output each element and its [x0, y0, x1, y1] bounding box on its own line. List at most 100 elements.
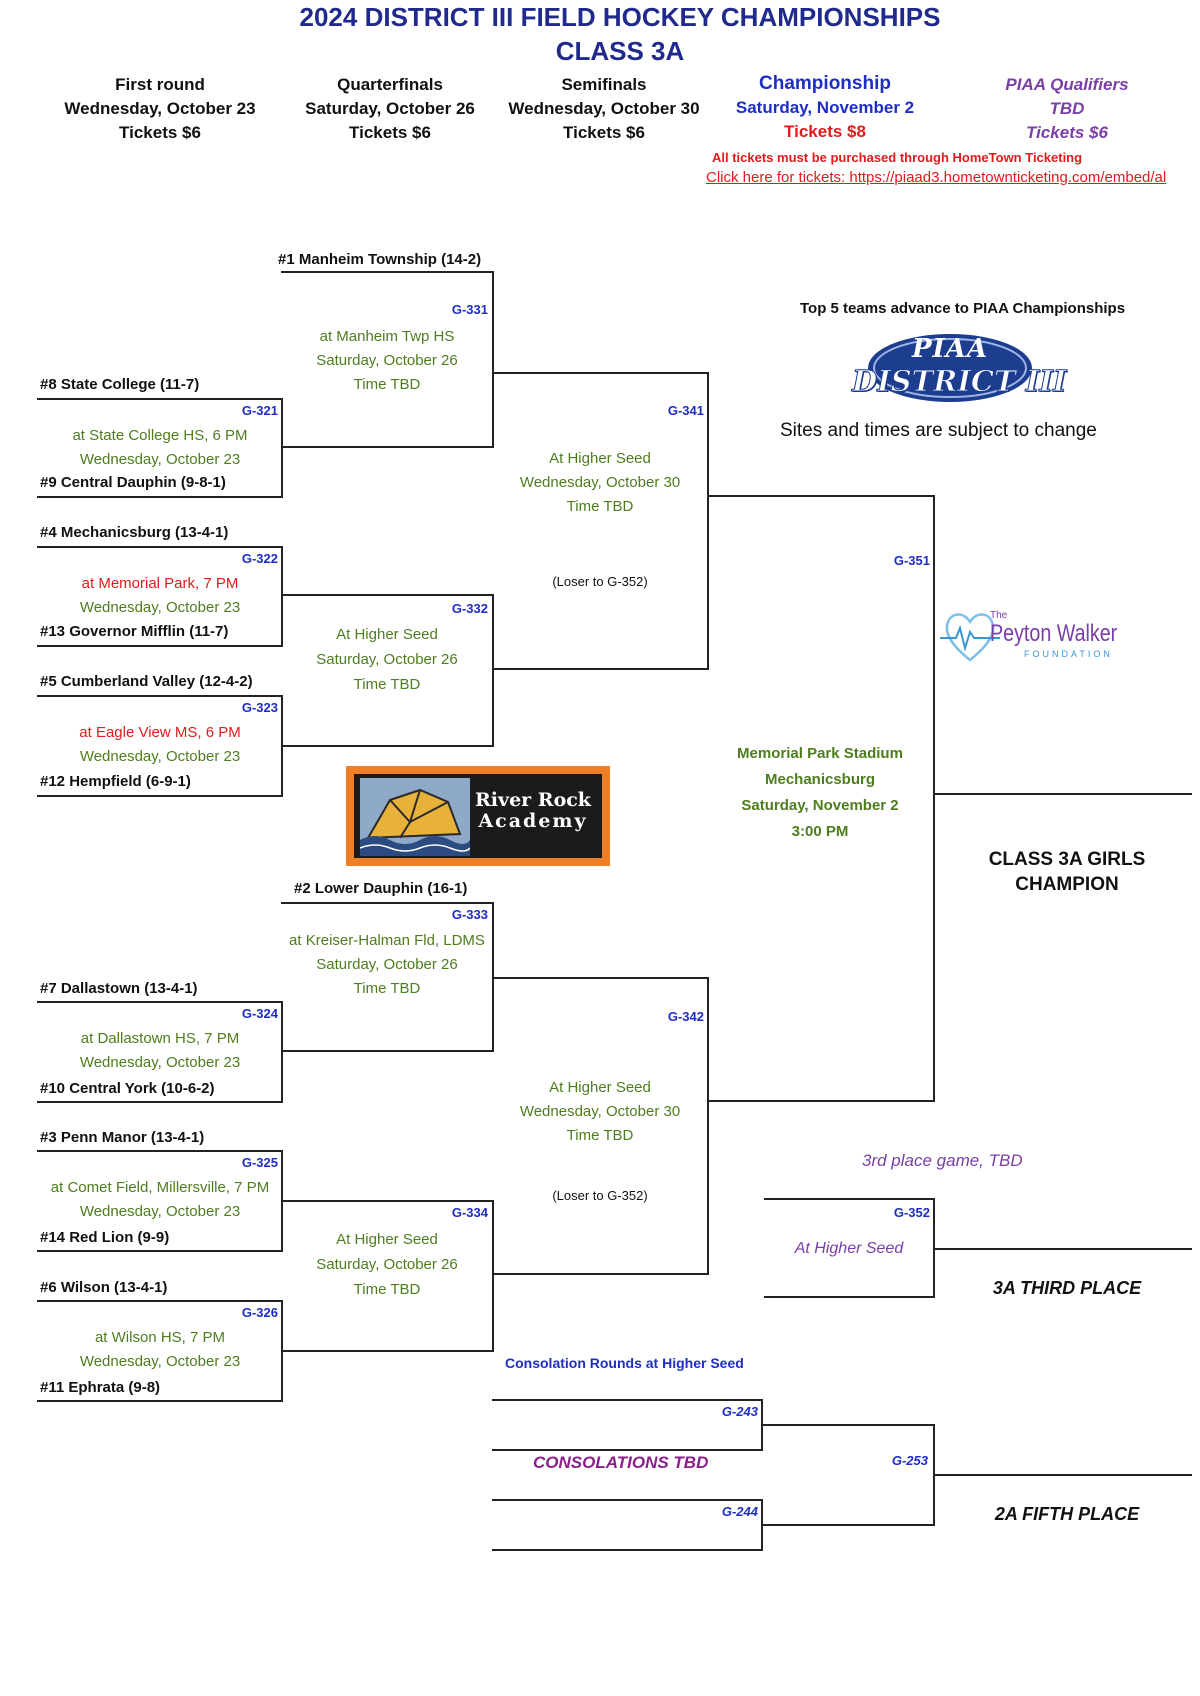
- game-id-352: G-352: [893, 1205, 930, 1220]
- game-site: at Dallastown HS, 7 PM: [80, 1030, 240, 1047]
- game-id-334: G-334: [451, 1205, 488, 1220]
- slot-line: [281, 1200, 494, 1202]
- round-date: Saturday, November 2: [735, 98, 915, 117]
- peyton-walker-logo: The Peyton Walker FOUNDATION: [940, 602, 1120, 666]
- game-city: Mechanicsburg: [764, 771, 876, 788]
- team-seed-3: #3 Penn Manor (13-4-1): [40, 1129, 205, 1146]
- game-id-321: G-321: [241, 403, 278, 418]
- slot-line: [37, 1250, 283, 1252]
- peyton-name: Peyton Walker: [990, 620, 1118, 647]
- bracket-connector: [707, 372, 709, 670]
- game-site: at Eagle View MS, 6 PM: [79, 724, 241, 741]
- game-id-333: G-333: [451, 907, 488, 922]
- fifth-place-label: 2A FIFTH PLACE: [994, 1504, 1140, 1524]
- slot-line: [37, 695, 283, 697]
- bracket-connector: [281, 1001, 283, 1103]
- round-tickets: Tickets $6: [1026, 123, 1108, 142]
- championship-info: Memorial Park Stadium Mechanicsburg Satu…: [710, 741, 930, 845]
- slot-line: [707, 1100, 935, 1102]
- game-time: Time TBD: [566, 498, 634, 515]
- game-date: Saturday, October 26: [316, 651, 458, 668]
- game-id-324: G-324: [241, 1006, 278, 1021]
- slot-line: [281, 1050, 494, 1052]
- slot-line: [764, 1296, 935, 1298]
- slot-line: [37, 496, 283, 498]
- round-tickets: Tickets $8: [784, 122, 866, 141]
- bracket-connector: [492, 271, 494, 448]
- game-id-244: G-244: [721, 1504, 758, 1519]
- team-seed-2: #2 Lower Dauphin (16-1): [294, 880, 468, 897]
- game-info-332: At Higher Seed Saturday, October 26 Time…: [283, 622, 491, 697]
- game-id-322: G-322: [241, 551, 278, 566]
- game-date: Wednesday, October 23: [79, 748, 241, 765]
- slot-line: [281, 902, 494, 904]
- game-info-334: At Higher Seed Saturday, October 26 Time…: [283, 1227, 491, 1302]
- slot-line: [37, 1101, 283, 1103]
- game-id-341: G-341: [667, 403, 704, 418]
- round-name: Semifinals: [561, 75, 647, 94]
- team-seed-6: #6 Wilson (13-4-1): [40, 1279, 168, 1296]
- slot-line: [37, 1300, 283, 1302]
- river-rock-line1: River Rock: [475, 789, 591, 811]
- round-name: First round: [115, 75, 205, 94]
- round-header-quarterfinals: Quarterfinals Saturday, October 26 Ticke…: [280, 73, 500, 145]
- game-site: At Higher Seed: [336, 626, 438, 643]
- top5-note: Top 5 teams advance to PIAA Championship…: [800, 300, 1126, 317]
- champion-line1: CLASS 3A GIRLS: [988, 849, 1146, 870]
- bracket-connector: [492, 594, 494, 747]
- game-date: Wednesday, October 23: [79, 1353, 241, 1370]
- game-time: Time TBD: [353, 980, 421, 997]
- slot-line: [492, 372, 709, 374]
- team-seed-7: #7 Dallastown (13-4-1): [40, 980, 198, 997]
- district-logo-text: DISTRICT III: [852, 364, 1067, 399]
- game-time: Time TBD: [353, 376, 421, 393]
- champion-line: [933, 793, 1192, 795]
- game-id-325: G-325: [241, 1155, 278, 1170]
- game-info-331: at Manheim Twp HS Saturday, October 26 T…: [283, 325, 491, 397]
- game-id-243: G-243: [721, 1404, 758, 1419]
- slot-line: [492, 1499, 763, 1501]
- loser-note-342: (Loser to G-352): [552, 1188, 648, 1203]
- champion-line2: CHAMPION: [1015, 874, 1119, 895]
- game-date: Wednesday, October 23: [79, 1203, 241, 1220]
- slot-line: [492, 1273, 709, 1275]
- slot-line: [37, 1400, 283, 1402]
- game-date: Saturday, October 26: [316, 1256, 458, 1273]
- game-site: at State College HS, 6 PM: [72, 427, 248, 444]
- round-tickets: Tickets $6: [119, 123, 201, 142]
- game-time: Time TBD: [353, 1281, 421, 1298]
- champion-label: CLASS 3A GIRLS CHAMPION: [957, 847, 1177, 897]
- game-id-331: G-331: [451, 302, 488, 317]
- slot-line: [281, 271, 494, 273]
- game-date: Wednesday, October 23: [79, 599, 241, 616]
- game-site: at Wilson HS, 7 PM: [94, 1329, 226, 1346]
- game-info-341: At Higher Seed Wednesday, October 30 Tim…: [494, 447, 706, 519]
- game-date: Wednesday, October 30: [519, 1103, 681, 1120]
- round-header-first: First round Wednesday, October 23 Ticket…: [50, 73, 270, 145]
- team-seed-11: #11 Ephrata (9-8): [40, 1379, 161, 1396]
- round-tickets: Tickets $6: [349, 123, 431, 142]
- game-date: Wednesday, October 30: [519, 474, 681, 491]
- piaa-logo-graphic: [868, 334, 1032, 402]
- game-id-351: G-351: [893, 553, 930, 568]
- ticket-link[interactable]: Click here for tickets: https://piaad3.h…: [706, 169, 1167, 186]
- round-date: Wednesday, October 23: [64, 99, 256, 118]
- river-rock-text: River Rock Academy: [468, 790, 598, 832]
- bracket-connector: [281, 398, 283, 498]
- slot-line: [761, 1424, 935, 1426]
- slot-line: [37, 546, 283, 548]
- slot-line: [37, 795, 283, 797]
- piaa-district-logo: PIAA DISTRICT III: [850, 330, 1067, 406]
- rock-icon: [360, 778, 470, 856]
- subject-change-note: Sites and times are subject to change: [780, 420, 1097, 441]
- game-info-323: at Eagle View MS, 6 PM Wednesday, Octobe…: [40, 721, 280, 769]
- round-name: PIAA Qualifiers: [1005, 75, 1129, 94]
- game-site: At Higher Seed: [549, 1079, 651, 1096]
- third-place-label: 3A THIRD PLACE: [992, 1278, 1142, 1298]
- game-info-322: at Memorial Park, 7 PM Wednesday, Octobe…: [40, 572, 280, 620]
- game-site-352: At Higher Seed: [794, 1240, 904, 1257]
- fifth-place-line: [933, 1474, 1192, 1476]
- round-date: Saturday, October 26: [305, 99, 475, 118]
- round-date: TBD: [1049, 99, 1085, 118]
- game-site: At Higher Seed: [549, 450, 651, 467]
